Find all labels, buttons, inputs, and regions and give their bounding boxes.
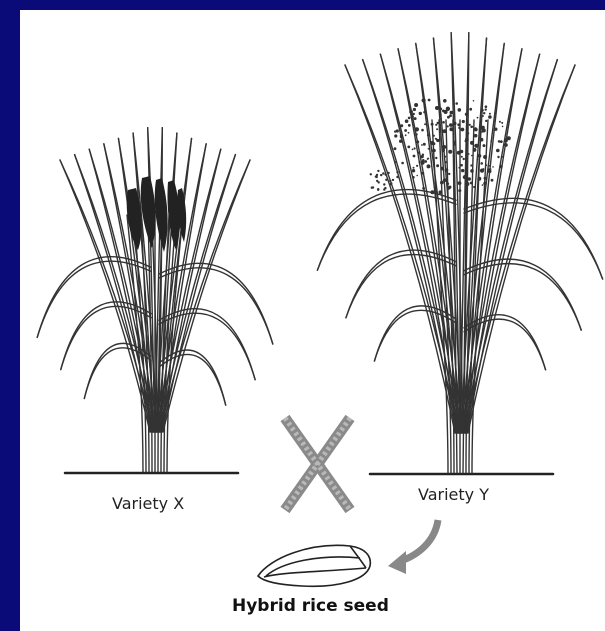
diagram-panel: Variety X Variety Y Hybrid rice seed bbox=[20, 10, 605, 631]
diagram-canvas bbox=[20, 10, 605, 631]
variety-y-label: Variety Y bbox=[418, 485, 489, 504]
rice-plant-y bbox=[317, 33, 602, 474]
variety-x-label: Variety X bbox=[112, 494, 184, 513]
rice-plant-x bbox=[37, 128, 273, 473]
curved-arrow-icon bbox=[388, 520, 438, 574]
cross-mark-icon bbox=[285, 418, 350, 510]
rice-seed-icon bbox=[258, 545, 370, 586]
hybrid-seed-caption: Hybrid rice seed bbox=[232, 596, 389, 616]
dense-panicle bbox=[127, 176, 186, 252]
